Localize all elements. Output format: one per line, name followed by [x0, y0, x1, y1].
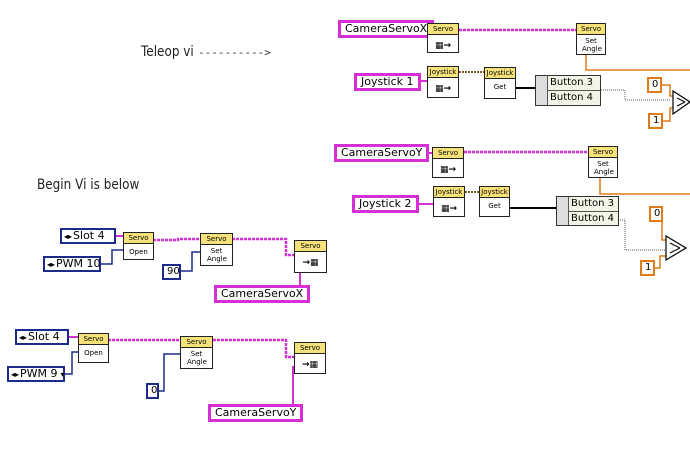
vi-header: Joystick [485, 68, 515, 79]
button-row: Button 3 [557, 197, 618, 212]
teleop-servo-set-angle-vi-y[interactable]: Servo Set Angle [588, 146, 618, 178]
vi-header: Servo [433, 148, 463, 159]
wire-cluster-select-x [601, 89, 670, 101]
wire-servo-setangle-x [459, 28, 578, 32]
button-row: Button 3 [536, 76, 600, 91]
servo-ref-vi-x[interactable]: Servo →▦ [294, 240, 327, 273]
vi-header: Servo [295, 343, 325, 354]
joystick-ref-vi-y[interactable]: Joystick ▦→ [433, 186, 465, 217]
vi-body: Get [493, 83, 507, 91]
vi-header: Servo [428, 24, 458, 35]
button-row: Button 4 [550, 92, 594, 103]
ref-icon: ▦→ [439, 165, 457, 175]
vi-header: Joystick [480, 187, 509, 198]
wire-pwm-y [65, 351, 78, 375]
vi-header: Servo [124, 233, 153, 244]
spin-icon: ◂▸ [64, 232, 73, 241]
wire-cluster-select-y [618, 219, 665, 251]
teleop-servo-set-angle-vi-x[interactable]: Servo Set Angle [576, 23, 606, 55]
servo-open-vi-x[interactable]: Servo Open [123, 232, 154, 260]
wire-set-ref-y [213, 338, 294, 359]
vi-header: Joystick [434, 187, 464, 198]
vi-body: Open [84, 349, 103, 357]
teleop-camera-servo-y[interactable]: CameraServoY [334, 144, 430, 162]
pwm-value: PWM 9 [20, 367, 58, 380]
wire-select-out-y [599, 176, 690, 195]
vi-body: Set Angle [187, 350, 207, 366]
wire-select-out-x [585, 54, 690, 71]
wire-angle-y [158, 353, 180, 392]
ref-icon: ▦→ [434, 84, 452, 94]
vi-body: Set Angle [207, 247, 227, 263]
ref-icon: →▦ [301, 360, 319, 370]
pwm-control-y[interactable]: ◂▸PWM 9▾ [7, 366, 65, 382]
vi-header: Joystick [428, 67, 458, 78]
vi-header: Servo [201, 234, 232, 245]
vi-body: Open [129, 248, 148, 256]
joystick-ref-vi-x[interactable]: Joystick ▦→ [427, 66, 459, 98]
servo-set-angle-vi-y[interactable]: Servo Set Angle [180, 336, 213, 369]
wire-set-ref-x [232, 237, 294, 257]
dropdown-icon: ▾ [60, 370, 65, 379]
camera-servo-x-refnum[interactable]: CameraServoX [214, 285, 311, 303]
joystick-get-vi-x[interactable]: Joystick Get [484, 67, 516, 99]
joystick-1-refnum[interactable]: Joystick 1 [354, 73, 421, 91]
pwm-value: PWM 10 [56, 257, 101, 270]
angle-constant-x[interactable]: 90 [162, 264, 181, 280]
vi-header: Servo [295, 241, 326, 252]
spin-icon: ◂▸ [11, 370, 20, 379]
ref-icon: →▦ [302, 258, 319, 268]
wire-const1-y [654, 255, 667, 269]
const-0-y[interactable]: 0 [649, 206, 663, 222]
vi-body: Set Angle [594, 160, 614, 176]
select-node-x [672, 89, 690, 116]
vi-body: Get [488, 202, 501, 210]
begin-annotation: Begin Vi is below [37, 177, 140, 193]
button-row: Button 4 [571, 213, 615, 224]
wire-open-set-x [153, 237, 200, 242]
vi-header: Servo [577, 24, 605, 35]
const-1-x[interactable]: 1 [648, 113, 663, 129]
teleop-camera-servo-x[interactable]: CameraServoX [338, 20, 435, 38]
pwm-control-x[interactable]: ◂▸PWM 10 [43, 256, 101, 272]
vi-body: Set Angle [582, 37, 602, 53]
servo-ref-vi-y[interactable]: Servo →▦ [294, 342, 326, 374]
camera-servo-y-refnum[interactable]: CameraServoY [208, 404, 304, 422]
const-0-x[interactable]: 0 [647, 77, 662, 93]
slot-control-x[interactable]: ◂▸Slot 4 [60, 228, 116, 244]
joystick-get-vi-y[interactable]: Joystick Get [479, 186, 510, 217]
button-unbundle-y[interactable]: Button 3 Button 4 [556, 196, 619, 226]
teleop-y-wires [410, 150, 690, 269]
unbundle-tab [557, 197, 569, 225]
button-unbundle-x[interactable]: Button 3 Button 4 [535, 75, 601, 106]
wire-angle-x [180, 251, 200, 272]
vi-header: Servo [589, 147, 617, 158]
const-1-y[interactable]: 1 [640, 260, 655, 276]
vi-header: Servo [79, 334, 108, 345]
servo-open-vi-y[interactable]: Servo Open [78, 333, 109, 363]
ref-icon: ▦→ [440, 204, 458, 214]
slot-value: Slot 4 [28, 330, 60, 343]
teleop-servo-ref-vi-y[interactable]: Servo ▦→ [432, 147, 464, 178]
slot-value: Slot 4 [73, 229, 105, 242]
select-node-y [665, 234, 688, 262]
teleop-annotation: Teleop vi [141, 44, 194, 60]
spin-icon: ◂▸ [47, 260, 56, 269]
unbundle-tab [536, 76, 548, 105]
wire-pwm-x [100, 249, 123, 265]
slot-control-y[interactable]: ◂▸Slot 4 [15, 329, 69, 345]
teleop-servo-ref-vi-x[interactable]: Servo ▦→ [427, 23, 459, 53]
servo-set-angle-vi-x[interactable]: Servo Set Angle [200, 233, 233, 266]
joystick-2-refnum[interactable]: Joystick 2 [352, 195, 419, 213]
vi-header: Servo [181, 337, 212, 348]
angle-constant-y[interactable]: 0 [146, 383, 159, 399]
ref-icon: ▦→ [434, 41, 452, 51]
teleop-arrow: ----------> [198, 46, 271, 59]
spin-icon: ◂▸ [19, 333, 28, 342]
